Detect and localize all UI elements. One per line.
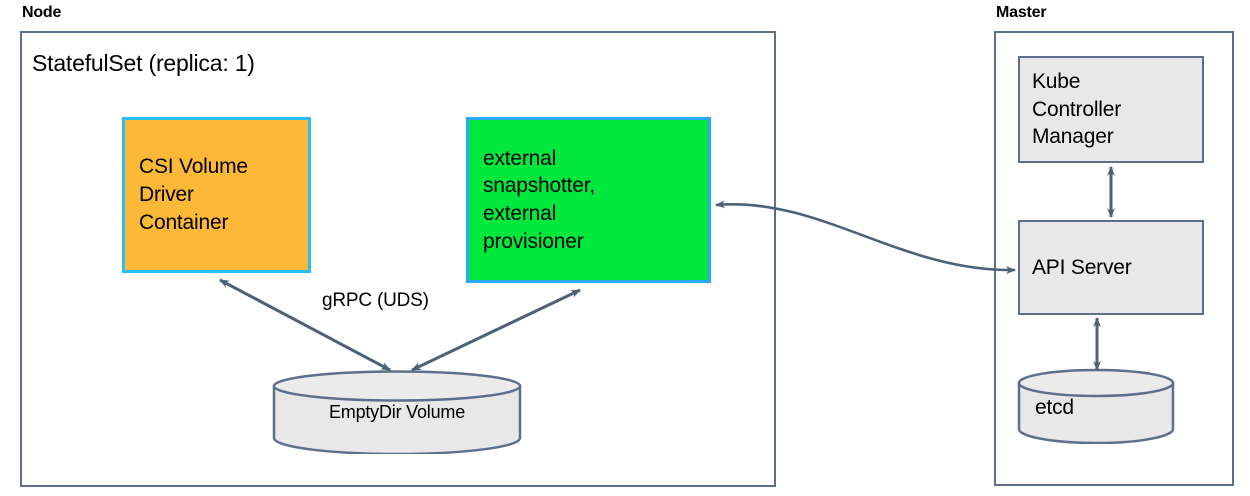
etcd-cylinder[interactable]: etcd <box>1017 368 1175 445</box>
kube-controller-manager-line-3: Manager <box>1032 125 1114 149</box>
kube-controller-manager-line-2: Controller <box>1032 97 1122 121</box>
kube-controller-manager-line-1: Kube <box>1032 69 1081 93</box>
external-sidecars-box[interactable]: external snapshotter, external provision… <box>466 117 711 283</box>
emptydir-volume-cylinder[interactable]: EmptyDir Volume <box>272 370 522 456</box>
api-server-label: API Server <box>1032 255 1132 279</box>
etcd-cylinder-shape <box>1017 368 1175 445</box>
emptydir-cylinder-shape <box>272 370 522 456</box>
external-sidecars-line-3: external <box>483 202 557 225</box>
grpc-uds-edge-label: gRPC (UDS) <box>322 290 429 311</box>
external-sidecars-line-2: snapshotter, <box>483 174 596 198</box>
api-server-box[interactable]: API Server <box>1018 220 1204 315</box>
emptydir-volume-label: EmptyDir Volume <box>328 402 466 422</box>
csi-driver-line-2: Driver <box>139 183 194 207</box>
statefulset-title: StatefulSet (replica: 1) <box>32 50 255 76</box>
csi-driver-line-1: CSI Volume <box>139 155 248 179</box>
csi-volume-driver-container-box[interactable]: CSI Volume Driver Container <box>122 117 311 273</box>
csi-driver-line-3: Container <box>139 210 229 234</box>
external-sidecars-line-4: provisioner <box>483 229 584 253</box>
group-label-node: Node <box>22 4 62 21</box>
kube-controller-manager-box[interactable]: Kube Controller Manager <box>1018 56 1204 163</box>
etcd-label: etcd <box>1035 396 1074 419</box>
external-sidecars-line-1: external <box>483 146 557 170</box>
group-label-master: Master <box>996 4 1047 21</box>
